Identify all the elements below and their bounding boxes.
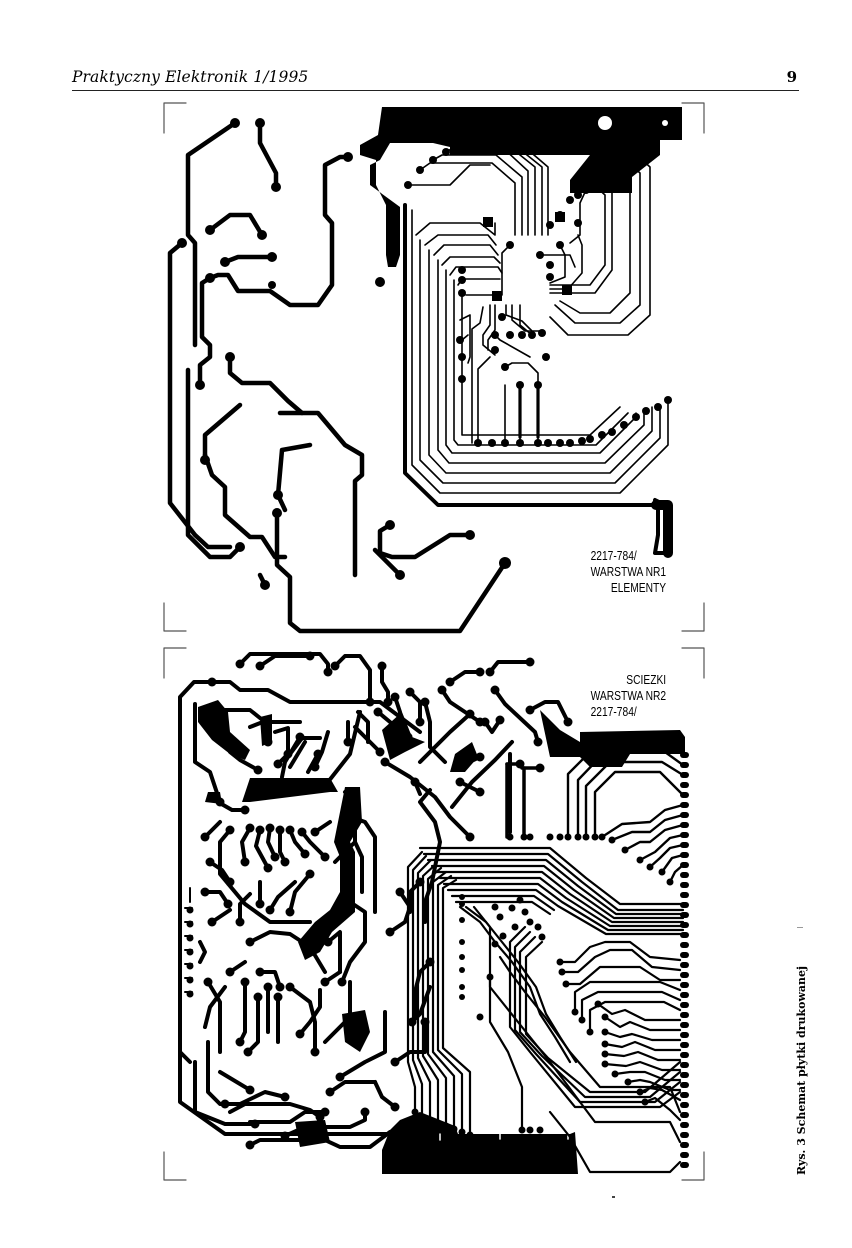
layer2-label: SCIEZKI WARSTWA NR2 2217-784/ <box>590 672 666 720</box>
page-number: 9 <box>786 68 797 86</box>
pcb-layer1-artwork <box>163 102 705 634</box>
layer1-side-label: ELEMENTY <box>610 581 666 595</box>
publication-title: Praktyczny Elektronik 1/1995 <box>72 68 309 86</box>
layer1-label: 2217-784/ WARSTWA NR1 ELEMENTY <box>590 548 666 596</box>
layer1-board-code: 2217-784/ <box>590 549 637 563</box>
scan-artifact <box>797 927 803 928</box>
layer2-side-label: SCIEZKI <box>626 673 666 687</box>
scan-artifact <box>612 1196 615 1198</box>
figure-caption: Rys. 3 Schemat płytki drukowanej <box>795 965 808 1175</box>
layer2-board-code: 2217-784/ <box>590 705 637 719</box>
pcb-layer1-figure <box>150 95 720 640</box>
layer1-layer-label: WARSTWA NR1 <box>590 565 666 579</box>
page-header: Praktyczny Elektronik 1/1995 9 <box>72 64 799 91</box>
pcb-layer2-artwork <box>163 647 705 1181</box>
layer2-layer-label: WARSTWA NR2 <box>590 689 666 703</box>
pcb-layer2-figure <box>150 642 720 1187</box>
